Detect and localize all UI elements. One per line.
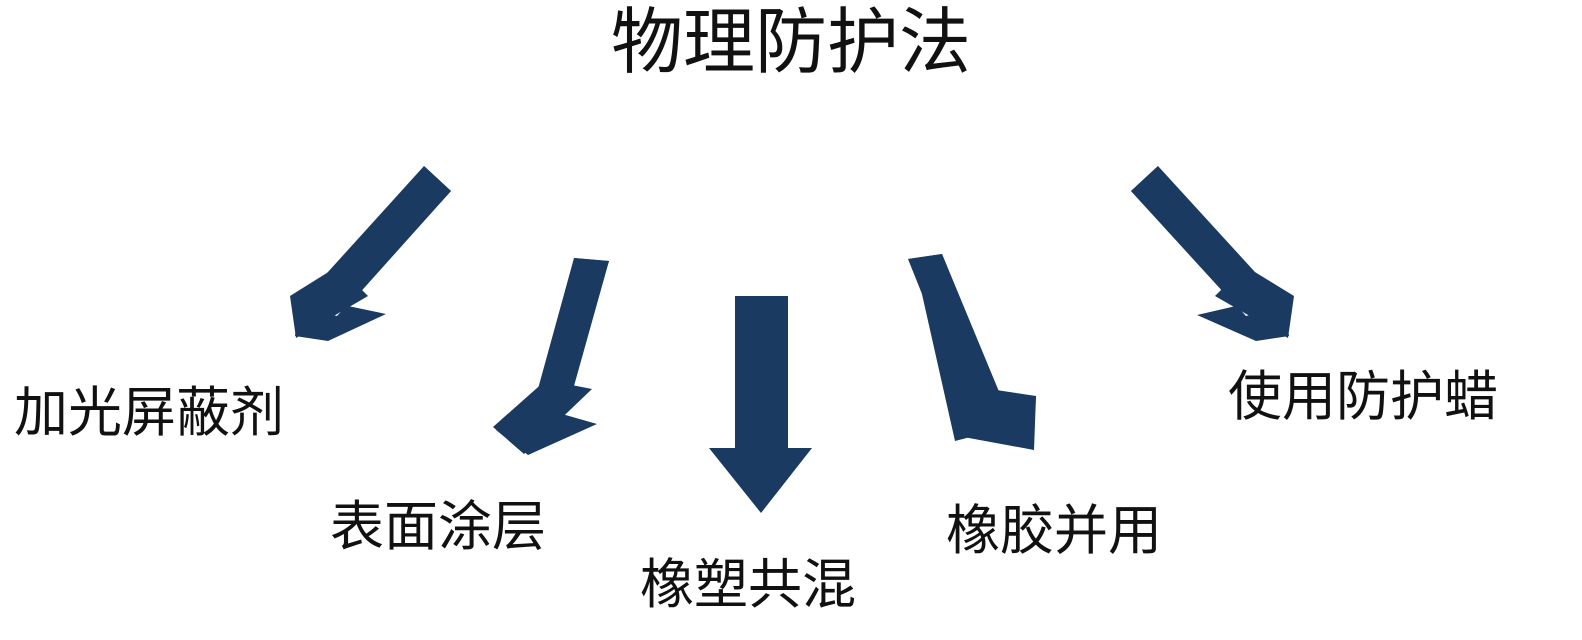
branch-label-1: 表面涂层 (330, 495, 546, 558)
arrow-to-橡塑共混 (709, 296, 812, 513)
arrow-to-橡胶并用 (908, 254, 1036, 450)
branch-label-0: 加光屏蔽剂 (14, 381, 284, 444)
arrow-to-表面涂层 (493, 258, 609, 455)
branch-label-2: 橡塑共混 (640, 553, 856, 616)
arrow-to-加光屏蔽剂 (290, 166, 451, 341)
branch-label-3: 橡胶并用 (946, 499, 1162, 562)
branch-label-4: 使用防护蜡 (1228, 365, 1498, 428)
page-title: 物理防护法 (610, 0, 971, 84)
arrow-to-使用防护蜡 (1131, 166, 1294, 341)
